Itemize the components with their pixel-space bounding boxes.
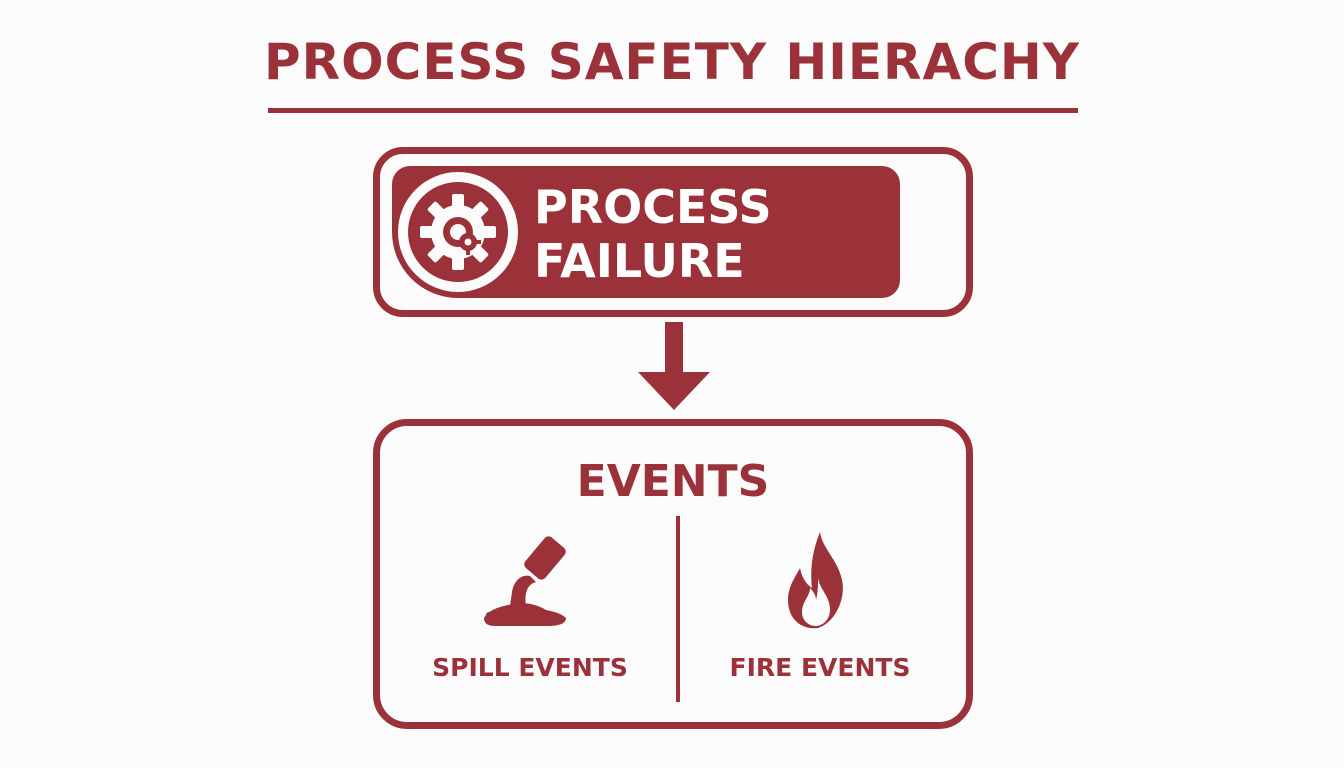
fire-events-item: FIRE EVENTS <box>690 526 950 706</box>
arrow-down-icon <box>638 322 710 410</box>
diagram-title: PROCESS SAFETY HIERACHY <box>264 33 1080 91</box>
process-failure-banner: PROCESS FAILURE <box>392 166 900 298</box>
events-node: EVENTS SPILL EVENTS FIRE EVENTS <box>373 419 973 729</box>
spill-events-item: SPILL EVENTS <box>400 526 660 706</box>
gear-icon <box>420 194 496 270</box>
events-title: EVENTS <box>576 456 770 507</box>
process-failure-line-1: PROCESS <box>534 180 772 234</box>
spill-events-label: SPILL EVENTS <box>432 653 628 682</box>
title-underline <box>268 108 1078 113</box>
gear-badge-inner <box>408 182 508 282</box>
fire-events-label: FIRE EVENTS <box>729 653 911 682</box>
flame-icon <box>788 532 843 629</box>
events-divider <box>676 516 680 702</box>
process-failure-label: PROCESS FAILURE <box>534 180 772 288</box>
gear-badge <box>398 172 518 292</box>
spill-icon <box>484 536 566 626</box>
process-failure-node: PROCESS FAILURE <box>373 147 973 317</box>
process-failure-line-2: FAILURE <box>534 234 745 288</box>
